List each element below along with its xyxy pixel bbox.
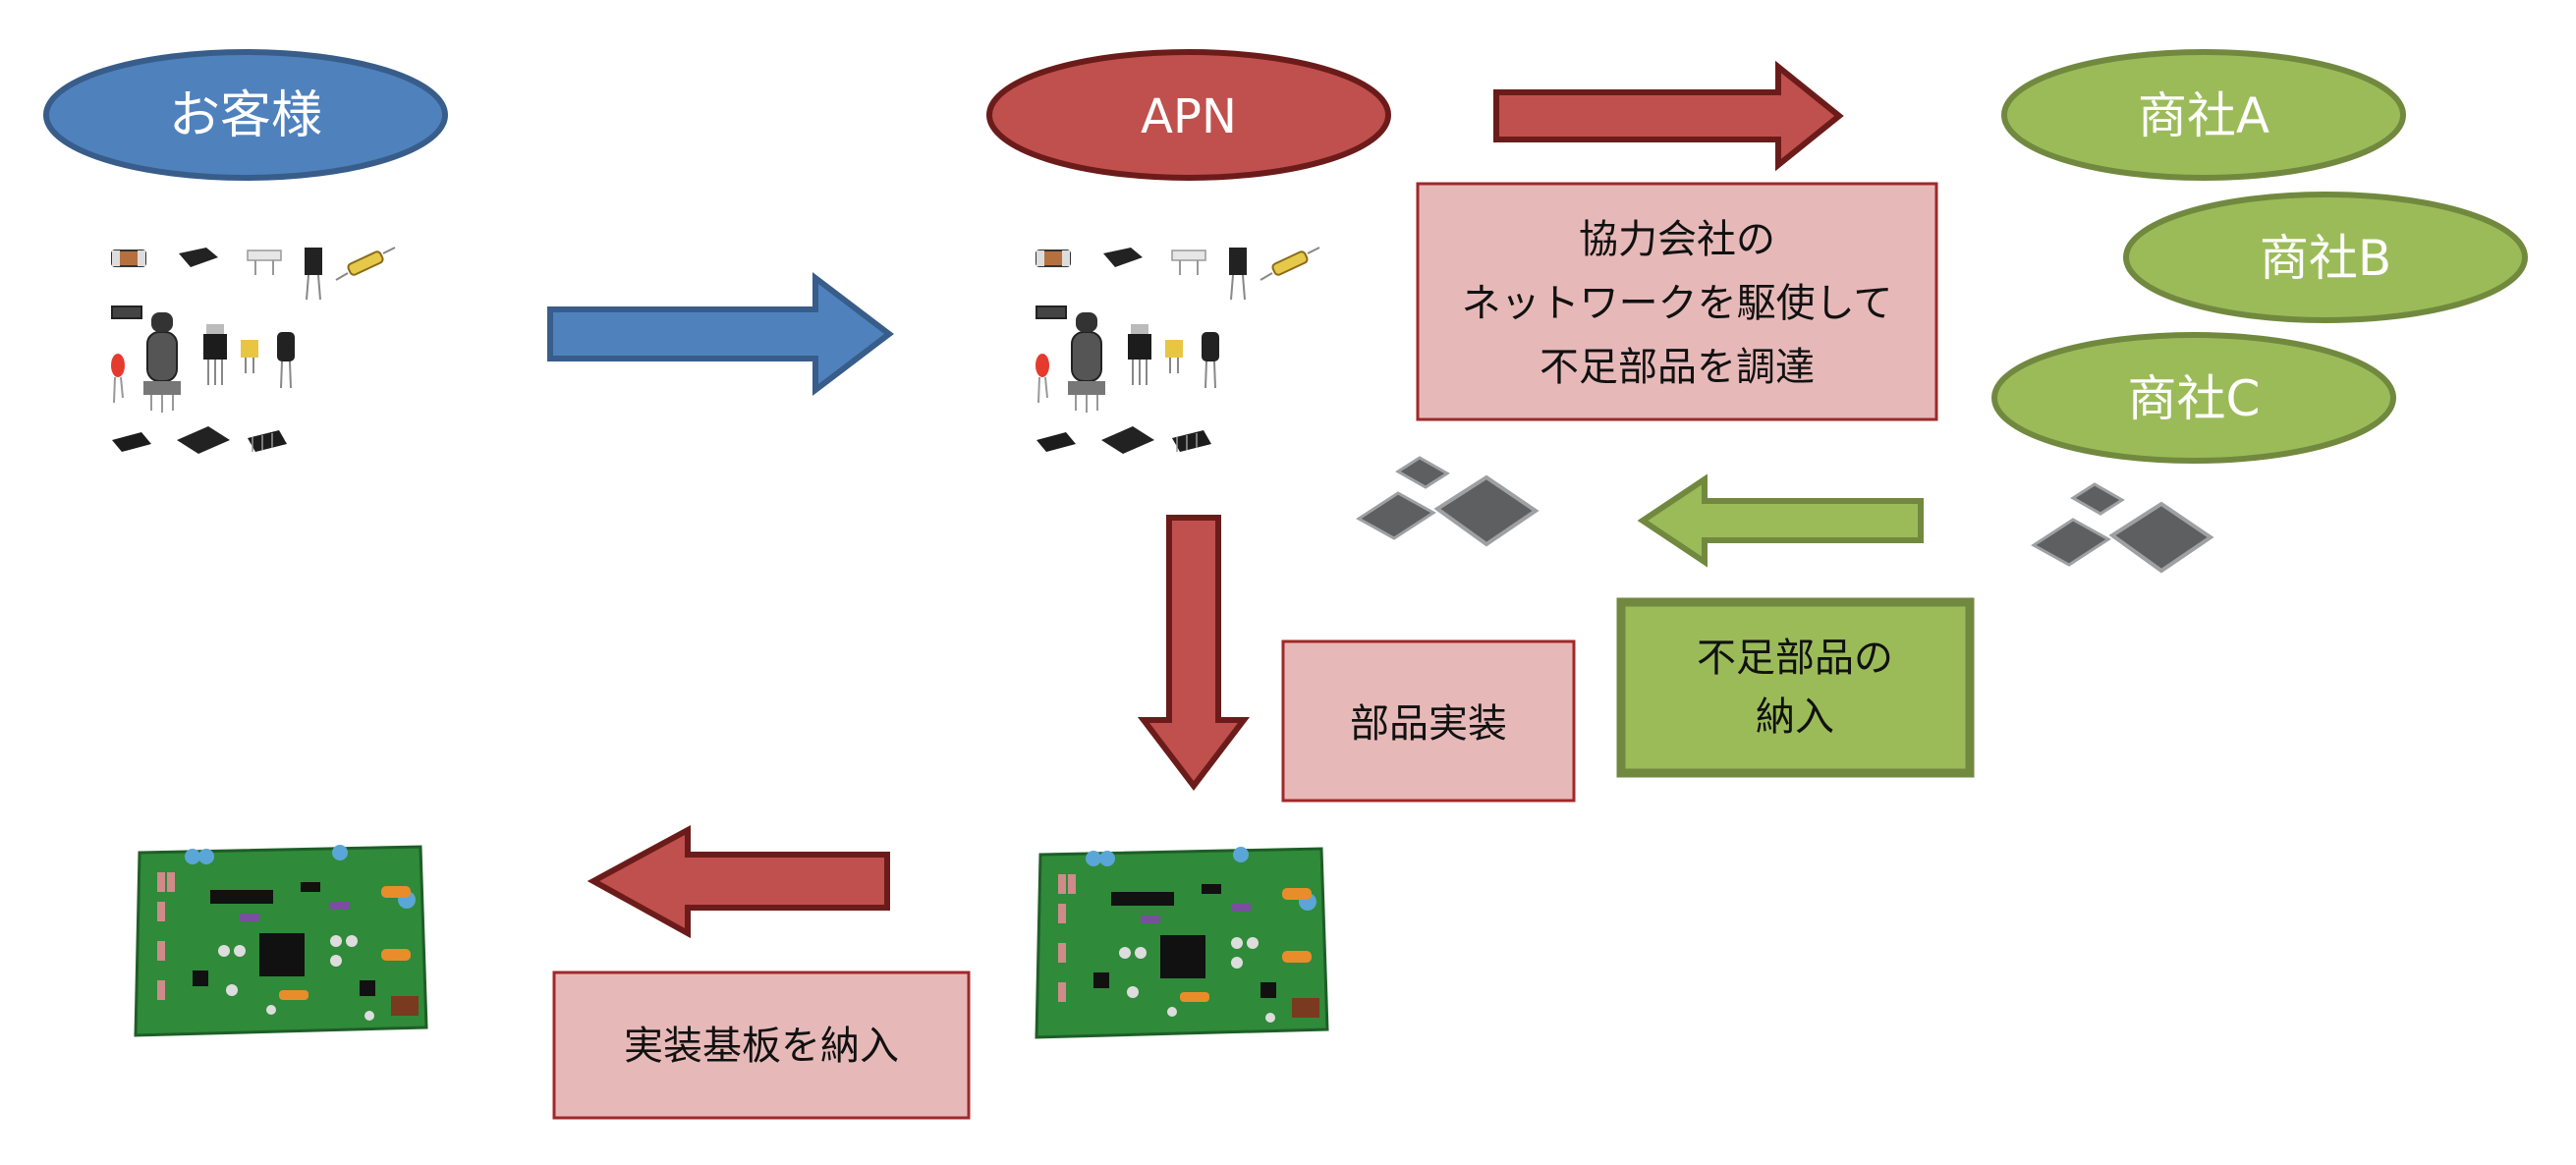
note-delivery-line-2: 納入 [1756,694,1834,740]
note-board-delivery: 実装基板を納入 [552,971,971,1120]
trader-c-label: 商社C [2128,370,2261,427]
note-board-delivery-text: 実装基板を納入 [624,1024,899,1069]
arrow-customer-to-apn [547,271,894,397]
arrow-apn-down [1137,515,1251,791]
note-network-line-2: ネットワークを駆使して [1462,281,1893,326]
customer-node: お客様 [43,49,448,181]
circuit-board-icon [134,843,428,1037]
circuit-board-icon [1035,845,1329,1039]
note-network-line-1: 協力会社の [1579,217,1775,262]
electronic-components-icon [110,247,396,455]
customer-label: お客様 [169,86,322,145]
ic-chips-icon [1357,456,1538,546]
electronic-components-icon [1035,247,1320,455]
note-network-line-3: 不足部品を調達 [1540,345,1815,390]
note-network: 協力会社の ネットワークを駆使して 不足部品を調達 [1416,182,1938,421]
apn-node: APN [986,49,1391,181]
note-mounting-text: 部品実装 [1350,701,1507,747]
note-delivery: 不足部品の 納入 [1616,597,1975,778]
trader-b-node: 商社B [2123,192,2528,323]
arrow-traders-to-apn [1637,473,1924,568]
note-mounting: 部品実装 [1281,639,1576,803]
trader-c-node: 商社C [1991,332,2396,464]
trader-a-label: 商社A [2138,87,2269,144]
arrow-apn-to-traders [1493,60,1844,172]
note-delivery-line-1: 不足部品の [1697,636,1893,681]
arrow-board-to-customer [587,824,890,939]
trader-b-label: 商社B [2260,230,2391,287]
apn-label: APN [1141,89,1237,144]
trader-a-node: 商社A [2001,49,2406,181]
ic-chips-icon [2032,482,2212,573]
